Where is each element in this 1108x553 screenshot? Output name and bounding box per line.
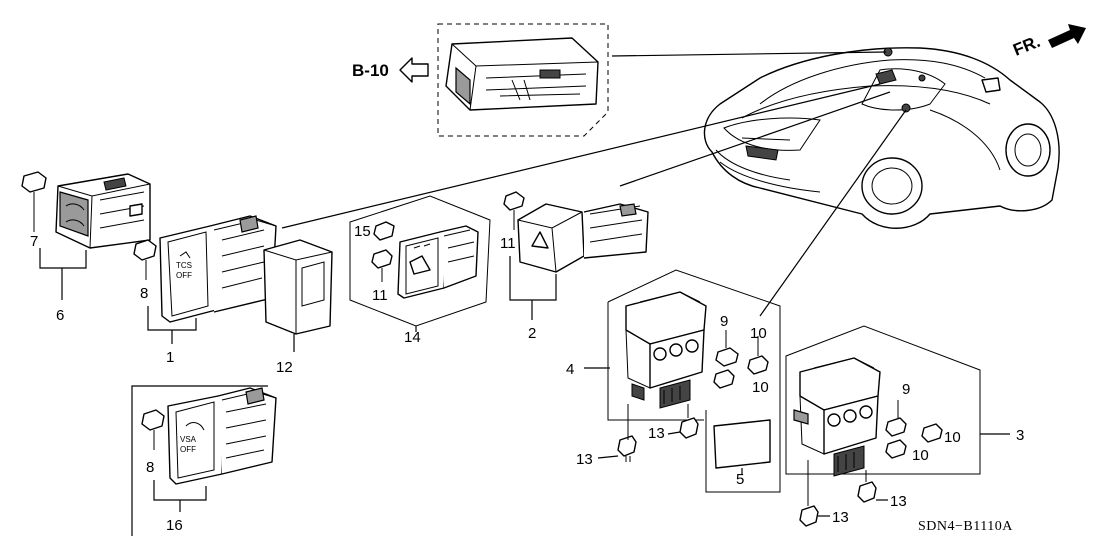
callout-9-right: 9 bbox=[902, 381, 910, 398]
car-illustration bbox=[703, 47, 1060, 229]
vsa-label-line1: VSA bbox=[180, 435, 197, 444]
part-14-group bbox=[349, 195, 491, 327]
part-4-group bbox=[607, 269, 781, 493]
part-3-group bbox=[785, 325, 981, 527]
callout-5: 5 bbox=[736, 471, 744, 488]
callout-2: 2 bbox=[528, 325, 536, 342]
tcs-label-line1: TCS bbox=[176, 261, 192, 270]
part-12-cover bbox=[263, 239, 333, 335]
callout-1: 1 bbox=[166, 349, 174, 366]
front-direction-arrow: FR. bbox=[1010, 24, 1086, 60]
callout-10-b: 10 bbox=[752, 379, 769, 396]
callout-3: 3 bbox=[1016, 427, 1024, 444]
vsa-label-line2: OFF bbox=[180, 445, 196, 454]
callout-11-right: 11 bbox=[500, 235, 516, 252]
part-6-switch bbox=[55, 173, 151, 249]
leader-lines bbox=[281, 51, 907, 317]
screw-7 bbox=[21, 171, 47, 232]
callout-13-b: 13 bbox=[576, 451, 593, 468]
callout-9-left: 9 bbox=[720, 313, 728, 330]
callout-12: 12 bbox=[276, 359, 293, 376]
callout-14: 14 bbox=[404, 329, 421, 346]
callout-6: 6 bbox=[56, 307, 64, 324]
callout-13-a: 13 bbox=[648, 425, 665, 442]
callout-16: 16 bbox=[166, 517, 183, 534]
control-unit-group: B-10 bbox=[352, 23, 609, 137]
callout-13-d: 13 bbox=[832, 509, 849, 526]
screw-8-upper bbox=[133, 239, 157, 280]
reference-arrow-icon bbox=[399, 57, 429, 83]
callout-4: 4 bbox=[566, 361, 574, 378]
callout-13-c: 13 bbox=[890, 493, 907, 510]
callout-10-a: 10 bbox=[750, 325, 767, 342]
part-16-group: VSA OFF bbox=[131, 385, 277, 536]
reference-label: B-10 bbox=[352, 61, 389, 80]
part-1-tcs-switch: TCS OFF bbox=[159, 215, 277, 323]
callout-15: 15 bbox=[354, 223, 371, 240]
callout-8-upper: 8 bbox=[140, 285, 148, 302]
callout-8-lower: 8 bbox=[146, 459, 154, 476]
front-direction-label: FR. bbox=[1010, 32, 1043, 60]
diagram-code: SDN4−B1110A bbox=[918, 519, 1013, 534]
callout-10-c: 10 bbox=[944, 429, 961, 446]
callout-11-left: 11 bbox=[372, 287, 388, 304]
callout-7: 7 bbox=[30, 233, 38, 250]
part-2-hazard-switch bbox=[503, 191, 649, 273]
tcs-label-line2: OFF bbox=[176, 271, 192, 280]
callout-10-d: 10 bbox=[912, 447, 929, 464]
front-arrow-icon bbox=[1048, 24, 1086, 48]
